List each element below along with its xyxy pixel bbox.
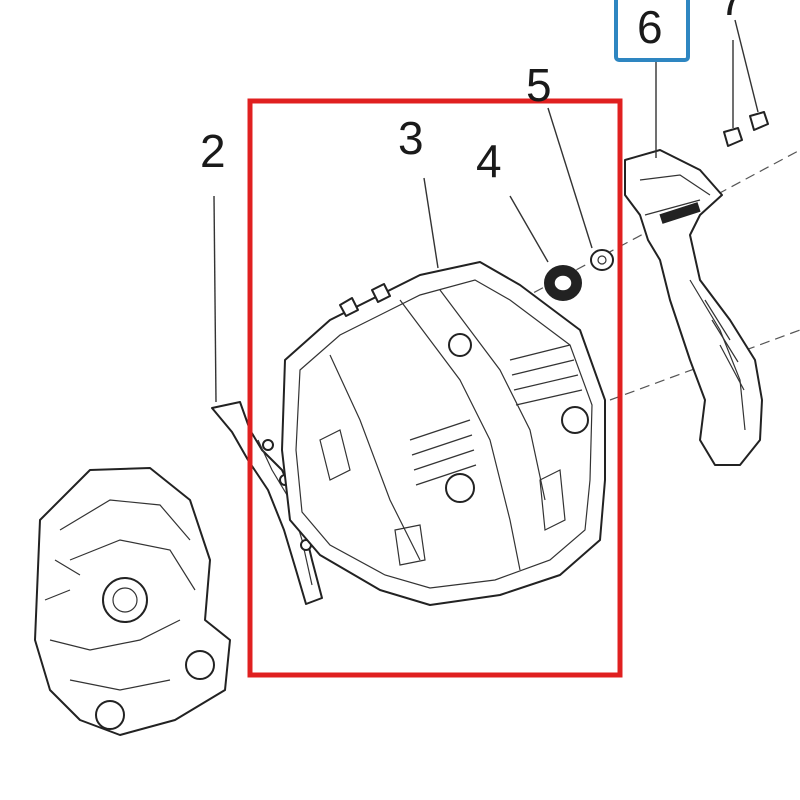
leader-line-3 (423, 177, 439, 269)
bracket-part-6 (624, 149, 763, 466)
callout-label-7: 7 (719, 0, 745, 22)
leader-line-5 (547, 107, 593, 249)
leader-line-4 (509, 195, 549, 263)
callout-6-box (614, 0, 690, 62)
engine-block (34, 467, 231, 736)
callout-label-6: 6 (637, 1, 663, 53)
valve-cover-part-3 (281, 261, 606, 606)
callout-label-4: 4 (476, 135, 502, 187)
callout-label-2: 2 (200, 125, 226, 177)
washer-part-5 (590, 249, 614, 271)
callout-label-3: 3 (398, 112, 424, 164)
highlight-box (247, 98, 623, 678)
leader-line-2 (213, 195, 217, 403)
bolts-part-7 (723, 19, 769, 147)
seal-part-4 (544, 265, 582, 301)
callout-label-5: 5 (526, 59, 552, 111)
